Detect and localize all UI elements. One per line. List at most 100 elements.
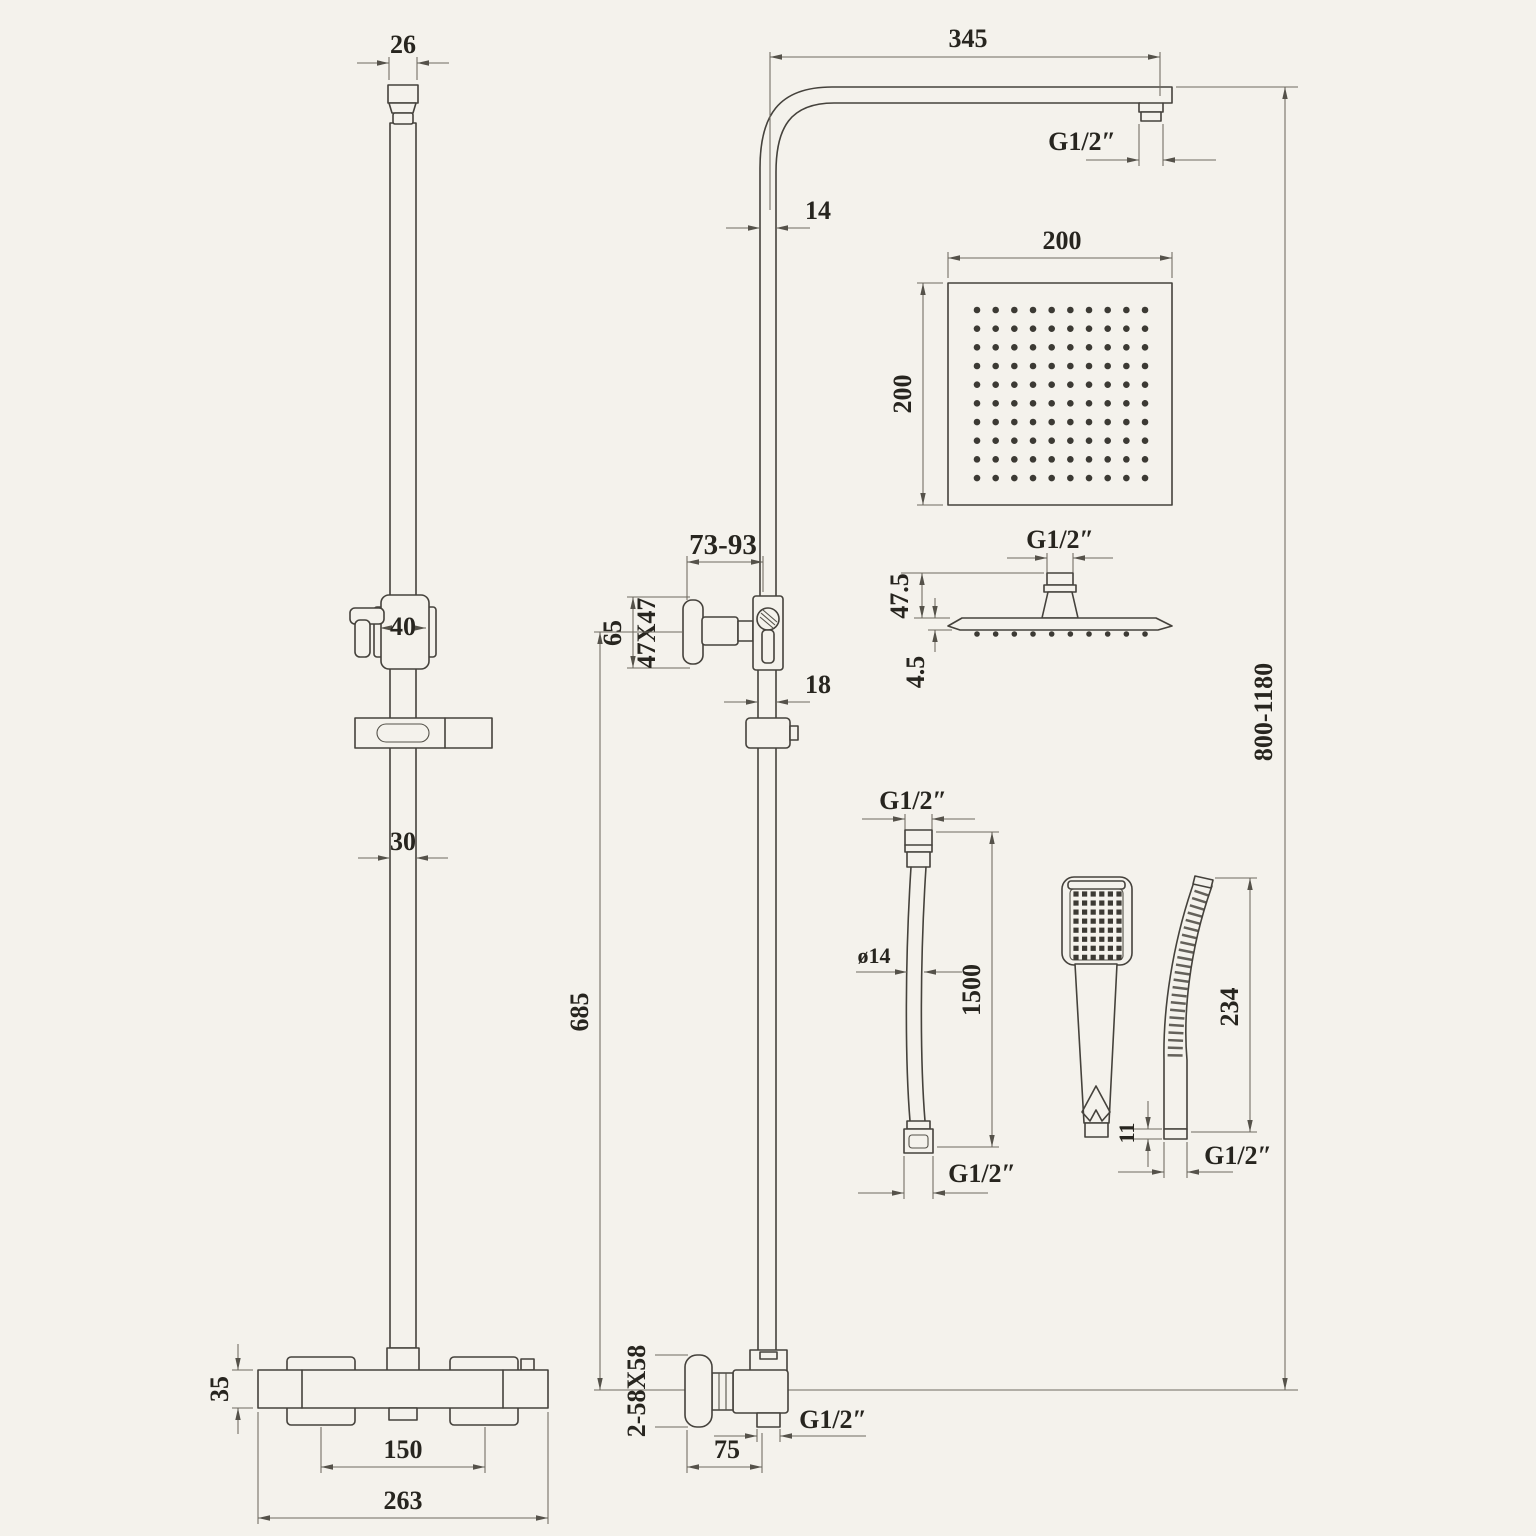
dim-label-handle-spacing: 150 xyxy=(384,1435,423,1464)
handset-wand-connector xyxy=(1163,1128,1188,1140)
front-pole-collar xyxy=(388,102,417,114)
head-plate-profile xyxy=(947,617,1173,631)
dim-14: 14 xyxy=(726,196,831,231)
dim-arm-thread: G1/2″ xyxy=(1048,124,1216,166)
front-view: 26 40 30 xyxy=(205,30,549,1524)
dim-label-valve-width: 263 xyxy=(384,1486,423,1515)
front-slider-bracket xyxy=(349,594,437,670)
dim-2-58x58: 2-58X58 xyxy=(622,1345,688,1437)
head-connector-thread xyxy=(1046,572,1074,586)
dim-35: 35 xyxy=(205,1344,253,1434)
dim-label-head-thickness: 4.5 xyxy=(901,656,930,689)
handset-front xyxy=(1061,876,1133,1138)
dim-label-head-conn-height: 47.5 xyxy=(885,573,914,619)
dim-800-1180: 800-1180 xyxy=(1176,86,1298,1390)
dim-11: 11 xyxy=(1114,1101,1162,1167)
dim-47-5: 47.5 xyxy=(885,572,1044,619)
dim-label-handset-outlet: 11 xyxy=(1114,1123,1139,1144)
side-slider-holder xyxy=(745,717,799,749)
dim-685: 685 xyxy=(565,631,1298,1391)
head-face-plate xyxy=(947,282,1173,506)
dim-handset-thread: G1/2″ xyxy=(1118,1141,1272,1178)
side-valve-outlet xyxy=(756,1412,781,1428)
dim-30: 30 xyxy=(358,827,448,861)
dim-label-hose-diameter: ø14 xyxy=(858,943,891,968)
dim-label-slider-width: 40 xyxy=(390,612,416,641)
head-side-body xyxy=(947,572,1173,637)
dim-label-arm-thread: G1/2″ xyxy=(1048,127,1116,156)
dim-label-arm-length: 345 xyxy=(949,24,988,53)
side-valve-body xyxy=(732,1369,789,1414)
dim-head-thread-lines xyxy=(1007,553,1113,576)
bracket-lever-stem xyxy=(761,629,775,664)
dim-label-hose-length: 1500 xyxy=(957,964,986,1016)
dim-73-93: 73-93 xyxy=(686,529,764,600)
hose-bottom-connector xyxy=(903,1128,934,1154)
dim-label-head-width: 200 xyxy=(1043,226,1082,255)
front-pole-neck xyxy=(392,112,414,125)
handset-connector xyxy=(1084,1122,1109,1138)
dim-label-hose-top-thread: G1/2″ xyxy=(879,786,947,815)
dim-head-width: 200 xyxy=(947,226,1173,278)
front-valve-outlet xyxy=(388,1407,418,1421)
dim-valve-outlet-thread: G1/2″ xyxy=(714,1405,867,1442)
head-side-view: G1/2″ 47.5 4.5 xyxy=(885,525,1173,688)
dim-head-height: 200 xyxy=(888,282,943,506)
dim-1500: 1500 xyxy=(936,831,999,1148)
dim-label-pole-width: 30 xyxy=(390,827,416,856)
dim-label-valve-outlet-thread: G1/2″ xyxy=(799,1405,867,1434)
handset-face-grid xyxy=(1073,891,1122,960)
head-connector-neck xyxy=(1041,591,1079,619)
dim-label-head-height: 200 xyxy=(888,375,917,414)
arm-outlet-thread xyxy=(1138,102,1164,113)
hose-view: G1/2″ ø14 1500 xyxy=(856,786,1016,1199)
hose-top-connector xyxy=(904,829,933,853)
front-valve-body xyxy=(257,1369,549,1409)
handset-wand-cap xyxy=(1192,875,1214,889)
front-valve-joint xyxy=(386,1347,420,1373)
dim-234: 234 xyxy=(1191,877,1257,1133)
dim-hose-diameter: ø14 xyxy=(856,943,962,975)
head-top-view: 200 200 xyxy=(888,226,1173,506)
handset-spout-mark xyxy=(1081,1085,1111,1122)
dim-label-pipe-width: 14 xyxy=(805,196,831,225)
side-valve-nut xyxy=(711,1372,734,1411)
dim-75: 75 xyxy=(686,1430,763,1473)
dim-label-pole-top-width: 26 xyxy=(390,30,416,59)
side-view: 345 G1/2″ 14 xyxy=(565,24,1298,1473)
dim-label-hose-bottom-thread: G1/2″ xyxy=(948,1159,1016,1188)
dim-label-escutcheon: 2-58X58 xyxy=(622,1345,651,1437)
dim-150: 150 xyxy=(320,1427,486,1473)
dim-label-bracket-face: 47X47 xyxy=(632,598,661,669)
dim-label-valve-depth: 75 xyxy=(714,1435,740,1464)
dim-40: 40 xyxy=(380,612,426,641)
side-valve-escutcheon xyxy=(684,1354,713,1428)
handset-wand xyxy=(1163,881,1213,1130)
dim-label-lower-pipe-width: 18 xyxy=(805,670,831,699)
head-side-nozzles xyxy=(974,631,1148,637)
side-riser-and-arm xyxy=(757,86,1173,1351)
dim-label-head-thread: G1/2″ xyxy=(1026,525,1094,554)
dim-4-5: 4.5 xyxy=(901,598,952,688)
hose-body xyxy=(903,829,934,1154)
handset-side xyxy=(1163,875,1214,1140)
dim-26: 26 xyxy=(357,30,449,80)
front-soap-dish xyxy=(354,717,493,749)
front-pole-cap xyxy=(387,84,419,104)
dim-label-bracket-adjust: 73-93 xyxy=(689,529,757,561)
front-valve-diverter-knob xyxy=(520,1358,535,1371)
dim-label-bracket-height: 65 xyxy=(598,620,627,646)
side-wall-bracket xyxy=(682,595,784,671)
head-nozzle-grid xyxy=(973,306,1149,482)
dim-label-pipe-length: 685 xyxy=(565,993,594,1032)
side-thermostatic-valve xyxy=(684,1349,789,1428)
dim-18: 18 xyxy=(724,670,831,705)
handset-handle xyxy=(1074,963,1118,1124)
front-thermostatic-valve xyxy=(257,1347,549,1426)
bracket-wall-flange xyxy=(682,599,704,665)
dim-65: 65 47X47 xyxy=(598,596,690,669)
dim-345: 345 xyxy=(769,24,1161,210)
dim-263: 263 xyxy=(257,1412,549,1524)
